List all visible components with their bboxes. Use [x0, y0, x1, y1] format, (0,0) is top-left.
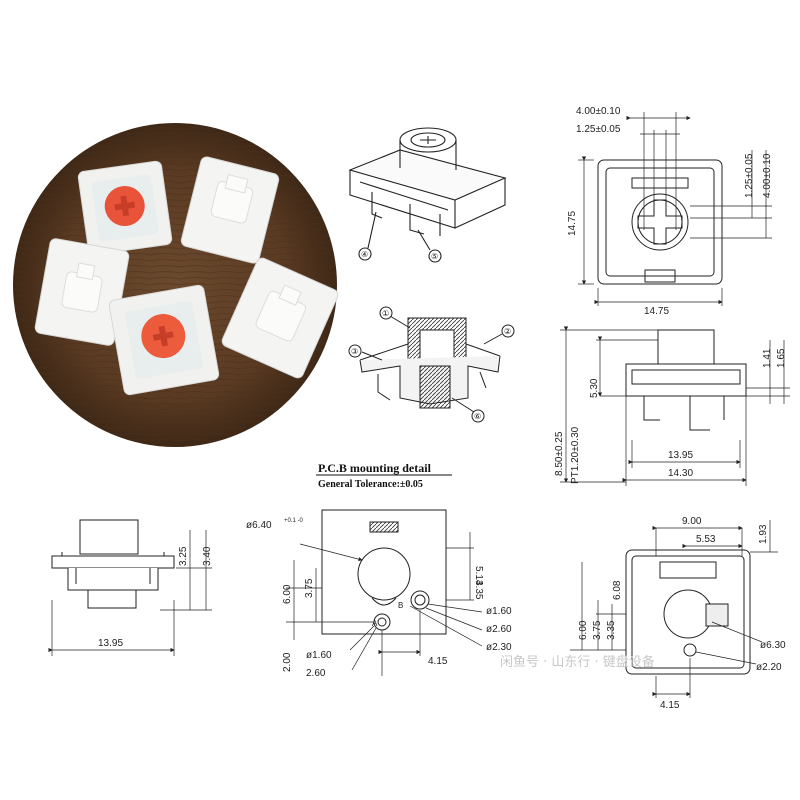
bottom-view: [570, 520, 778, 698]
callout-2: ②: [504, 327, 511, 336]
photo-switch-white-1: [180, 156, 280, 264]
dim-bottom-6-08: 6.08: [612, 580, 623, 600]
pcb-detail: [286, 509, 483, 676]
dim-pcb-hole-a: ø1.60: [306, 650, 332, 661]
dim-pcb-3-35: 3.35: [473, 580, 484, 600]
dim-pcb-big-hole: ø6.40: [246, 520, 272, 531]
dim-pcb-hole-b: ø1.60: [486, 606, 512, 617]
dim-top-width: 14.75: [644, 306, 669, 317]
dim-bottom-6-30: ø6.30: [760, 640, 786, 651]
dim-top-v1: 1.25±0.05: [744, 153, 755, 198]
dim-top-height: 14.75: [567, 211, 578, 236]
dim-side-5-30: 5.30: [589, 378, 600, 398]
front-view: [48, 519, 212, 656]
dim-front-3-40: 3.40: [202, 546, 213, 566]
dim-side-1-65: 1.65: [776, 348, 787, 368]
dim-bottom-9-00: 9.00: [682, 516, 702, 527]
dim-side-13-95: 13.95: [668, 450, 693, 461]
dim-pcb-2-00: 2.00: [282, 652, 293, 672]
dim-pcb-big-hole-tol: +0.1 -0: [284, 518, 304, 524]
callout-4: ④: [361, 250, 368, 259]
photo-switch-red-1: [77, 160, 173, 256]
dim-front-13-95: 13.95: [98, 638, 123, 649]
callout-5: ⑤: [431, 252, 438, 261]
dim-pcb-4-15: 4.15: [428, 656, 448, 667]
switch-photo: [13, 123, 339, 447]
dim-bottom-5-53: 5.53: [696, 534, 716, 545]
isometric-view: [348, 127, 507, 263]
label-b: B: [398, 601, 403, 610]
dim-pcb-6-00: 6.00: [282, 584, 293, 604]
dim-pcb-hole-b-ring2: ø2.30: [486, 642, 512, 653]
callout-6: ⑥: [474, 412, 481, 421]
photo-switch-white-2: [34, 238, 130, 346]
dim-side-8-50: 8.50±0.25: [554, 431, 565, 476]
top-view: [578, 112, 772, 306]
dim-bottom-3-75: 3.75: [592, 620, 603, 640]
dim-bottom-3-35: 3.35: [606, 620, 617, 640]
side-view: [560, 326, 790, 486]
pcb-title: P.C.B mounting detail: [318, 461, 432, 475]
dim-front-3-25: 3.25: [178, 546, 189, 566]
dim-bottom-1-93: 1.93: [758, 524, 769, 544]
dim-bottom-6-00: 6.00: [578, 620, 589, 640]
label-a: A: [372, 619, 378, 628]
dim-pcb-3-75: 3.75: [304, 578, 315, 598]
dim-top-v2: 4.00±0.10: [762, 153, 773, 198]
photo-switch-white-3: [221, 257, 339, 379]
callout-3: ③: [351, 347, 358, 356]
dim-bottom-4-15: 4.15: [660, 700, 680, 711]
callout-1: ①: [382, 309, 389, 318]
dim-pcb-5-14: 5.14: [473, 566, 484, 586]
dim-pcb-hole-b-ring: ø2.60: [486, 624, 512, 635]
dim-top-1-25: 1.25±0.05: [576, 124, 621, 135]
general-tolerance: General Tolerance:±0.05: [318, 479, 423, 490]
dim-top-4-00: 4.00±0.10: [576, 106, 621, 117]
dim-side-pt: PT1.20±0.30: [570, 426, 581, 484]
dim-bottom-2-20: ø2.20: [756, 662, 782, 673]
dim-side-14-30: 14.30: [668, 468, 693, 479]
dim-pcb-hole-a-ring: 2.60: [306, 668, 326, 679]
watermark: 闲鱼号 · 山东行 · 键盘设备: [500, 654, 655, 670]
section-view: [348, 306, 515, 423]
photo-switch-red-2: [108, 284, 220, 396]
dim-side-1-41: 1.41: [762, 348, 773, 368]
